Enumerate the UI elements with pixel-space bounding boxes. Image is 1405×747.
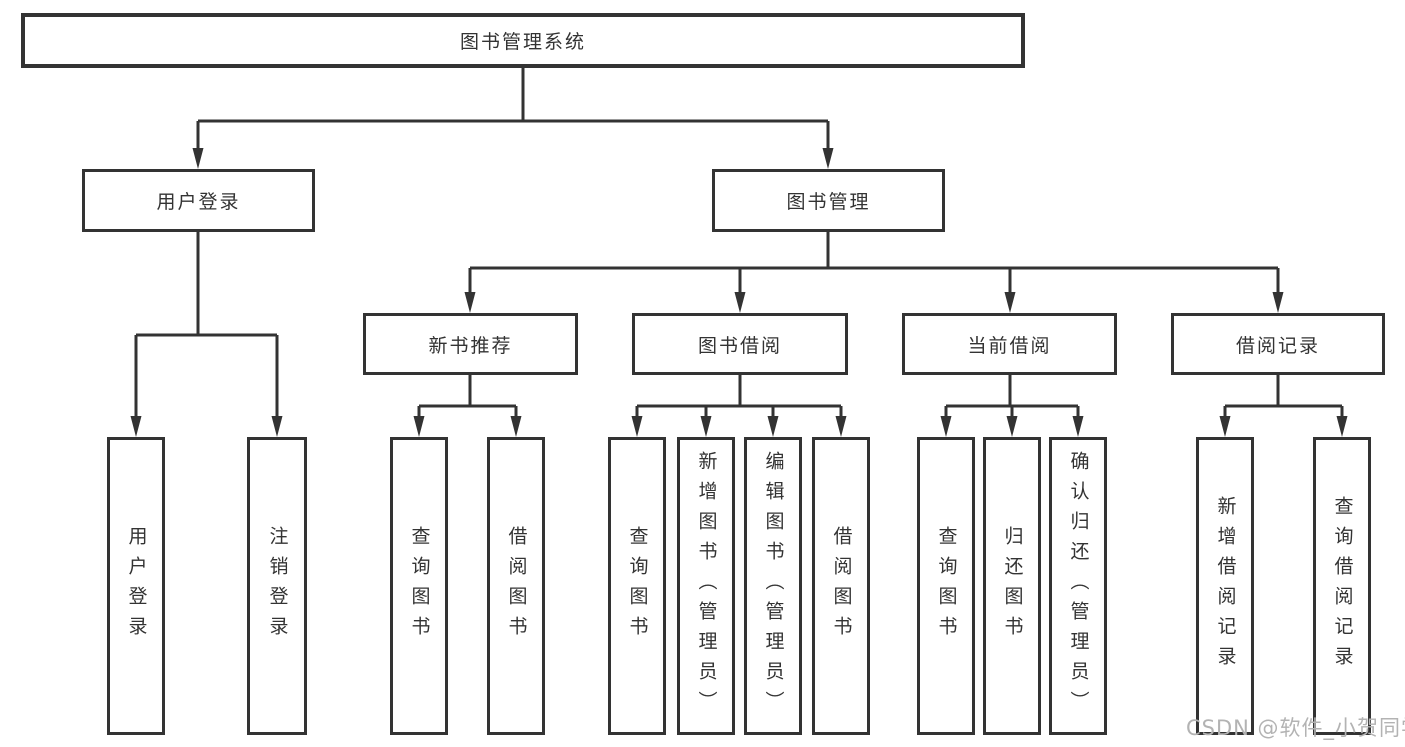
node-user-login: 用户登录 [82, 169, 315, 232]
leaf-user-login-label: 用户登录 [125, 526, 148, 646]
leaf-return-books: 归还图书 [983, 437, 1041, 735]
leaf-borrow-books-recommend: 借阅图书 [487, 437, 545, 735]
connector-book-borrow-children [631, 374, 847, 437]
leaf-query-books-recommend-label: 查询图书 [408, 526, 431, 646]
connector-user-login-children [130, 231, 283, 437]
node-current-borrow: 当前借阅 [902, 313, 1117, 375]
leaf-add-book-admin: 新增图书（管理员） [677, 437, 735, 735]
leaf-logout: 注销登录 [247, 437, 307, 735]
leaf-logout-label: 注销登录 [266, 526, 289, 646]
leaf-add-borrow-record-label: 新增借阅记录 [1214, 496, 1237, 676]
leaf-query-books-current-label: 查询图书 [935, 526, 958, 646]
leaf-confirm-return-admin-label: 确认归还（管理员） [1067, 451, 1090, 721]
connector-current-borrow-children [940, 374, 1084, 437]
leaf-edit-book-admin: 编辑图书（管理员） [744, 437, 802, 735]
leaf-query-books-recommend: 查询图书 [390, 437, 448, 735]
connector-book-management-children [464, 231, 1284, 313]
leaf-add-borrow-record: 新增借阅记录 [1196, 437, 1254, 735]
leaf-borrow-books-label: 借阅图书 [830, 526, 853, 646]
leaf-query-borrow-record-label: 查询借阅记录 [1331, 496, 1354, 676]
leaf-user-login: 用户登录 [107, 437, 165, 735]
leaf-return-books-label: 归还图书 [1001, 526, 1024, 646]
node-borrow-records: 借阅记录 [1171, 313, 1385, 375]
connector-borrow-records-children [1219, 374, 1348, 437]
connector-root-to-level2 [192, 67, 834, 169]
connector-new-book-children [413, 374, 522, 437]
leaf-add-book-admin-label: 新增图书（管理员） [695, 451, 718, 721]
node-new-book-recommend: 新书推荐 [363, 313, 578, 375]
leaf-query-books-current: 查询图书 [917, 437, 975, 735]
leaf-borrow-books: 借阅图书 [812, 437, 870, 735]
csdn-watermark: CSDN @软件_小贺同学 [1186, 716, 1405, 740]
leaf-confirm-return-admin: 确认归还（管理员） [1049, 437, 1107, 735]
leaf-query-borrow-record: 查询借阅记录 [1313, 437, 1371, 735]
node-book-borrow: 图书借阅 [632, 313, 848, 375]
node-book-management: 图书管理 [712, 169, 945, 232]
leaf-query-books-borrow-label: 查询图书 [626, 526, 649, 646]
leaf-query-books-borrow: 查询图书 [608, 437, 666, 735]
leaf-borrow-books-recommend-label: 借阅图书 [505, 526, 528, 646]
node-library-management-system: 图书管理系统 [21, 13, 1025, 68]
leaf-edit-book-admin-label: 编辑图书（管理员） [762, 451, 785, 721]
